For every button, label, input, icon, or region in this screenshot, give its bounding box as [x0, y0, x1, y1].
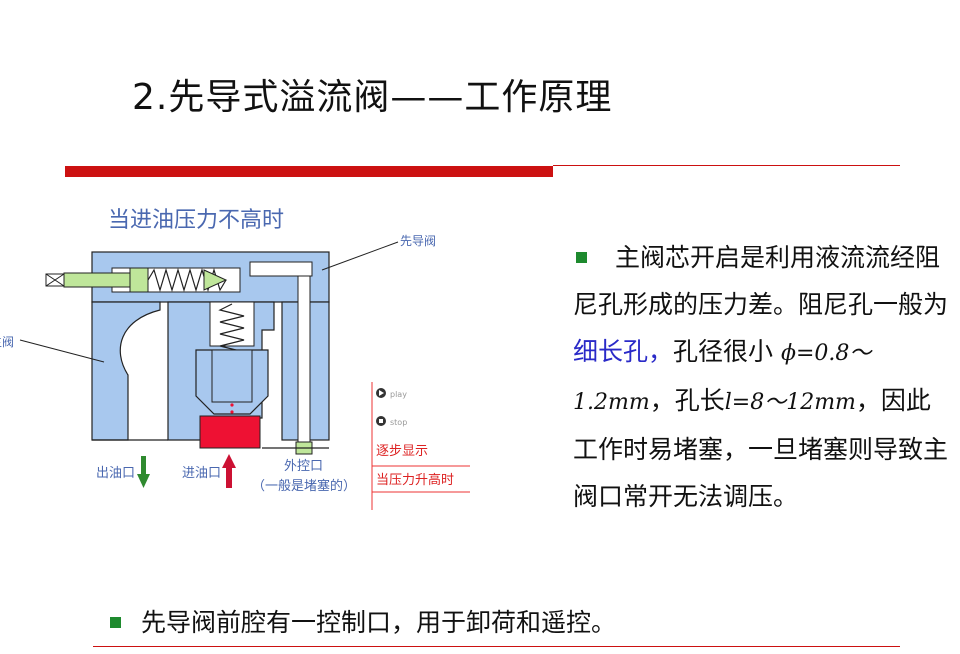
title-underline-bar — [65, 166, 553, 177]
title-underline-thin — [553, 165, 900, 166]
pilot-spring — [147, 267, 227, 293]
pilot-spring-seat — [129, 267, 149, 293]
main-valve-body-left — [91, 301, 161, 441]
inlet-oil-chamber — [199, 415, 261, 449]
main-spool-inner — [211, 349, 253, 403]
diagram-caption: 当进油压力不高时 — [108, 208, 284, 233]
right-bullet-text: 主阀芯开启是利用液流流经阻尼孔形成的压力差。阻尼孔一般为细长孔，孔径很小 ϕ=0… — [573, 243, 949, 511]
orifice-diameter-formula: ϕ=0.8～1.2mm — [573, 341, 872, 415]
main-valve-leader — [19, 339, 105, 363]
orifice-length-formula: l=8～12mm — [724, 390, 856, 415]
label-external-port: 外控口 — [284, 459, 323, 474]
pilot-adjust-rod — [63, 272, 135, 288]
pilot-passage — [249, 261, 313, 277]
damping-orifice — [230, 403, 234, 407]
play-button[interactable]: play — [376, 388, 407, 399]
pressure-rise-button[interactable]: 当压力升高时 — [376, 472, 454, 488]
bullet-square-icon — [110, 616, 121, 628]
label-external-port-note: （一般是堵塞的） — [252, 478, 356, 494]
bottom-bullet-text: 先导阀前腔有一控制口，用于卸荷和遥控。 — [110, 603, 616, 639]
slide-title: 2.先导式溢流阀——工作原理 — [132, 77, 613, 118]
svg-text:stop: stop — [390, 418, 407, 427]
label-pilot-valve: 先导阀 — [400, 234, 436, 248]
bottom-divider — [93, 646, 900, 647]
inlet-arrow-icon — [222, 454, 236, 488]
step-show-button[interactable]: 逐步显示 — [376, 444, 428, 459]
outlet-arrow-icon — [137, 456, 150, 488]
bullet-square-icon — [576, 251, 587, 263]
pilot-relief-valve-diagram: 当进油压力不高时 — [0, 190, 560, 520]
highlight-slender-hole: 细长孔， — [573, 337, 674, 366]
main-spring-cavity — [209, 301, 255, 347]
label-outlet: 出油口 — [96, 466, 135, 481]
svg-text:play: play — [390, 390, 407, 399]
external-control-passage — [297, 275, 311, 449]
label-inlet: 进油口 — [182, 466, 221, 481]
stop-button[interactable]: stop — [376, 416, 407, 427]
main-spring — [218, 303, 247, 357]
label-main-valve: 主阀 — [0, 335, 14, 349]
pilot-cone — [203, 269, 228, 291]
pilot-valve-leader — [321, 241, 399, 271]
